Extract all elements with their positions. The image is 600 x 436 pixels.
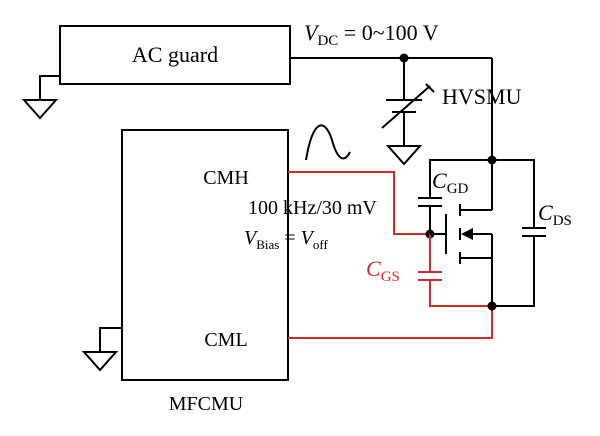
cmh-label: CMH [203,167,249,189]
cml-wire [288,306,493,339]
ground-icon [385,145,423,166]
cgs-label: CGS [366,256,400,285]
mosfet-icon [430,204,493,264]
vdc-label: VDC = 0~100 V [304,20,439,49]
ac-guard-box [59,25,291,85]
ac-signal-label: 100 kHz/30 mV [248,197,377,219]
capacitor-icon [492,159,546,307]
mfcmu-label: MFCMU [169,393,244,415]
hvsmu-label: HVSMU [442,84,522,109]
sine-wave-icon [305,124,351,161]
ac-guard-label: AC guard [132,42,218,67]
cds-label: CDS [538,200,572,229]
capacitor-icon [418,159,492,234]
cml-label: CML [204,329,247,351]
ground-icon [21,75,60,120]
cgd-label: CGD [432,168,469,197]
mfcmu-box [121,129,289,381]
vbias-label: VBias = Voff [244,227,328,252]
capacitor-icon [418,234,492,307]
cmh-wire [288,171,430,235]
ground-icon [81,327,122,372]
variable-voltage-source-icon [381,58,435,146]
